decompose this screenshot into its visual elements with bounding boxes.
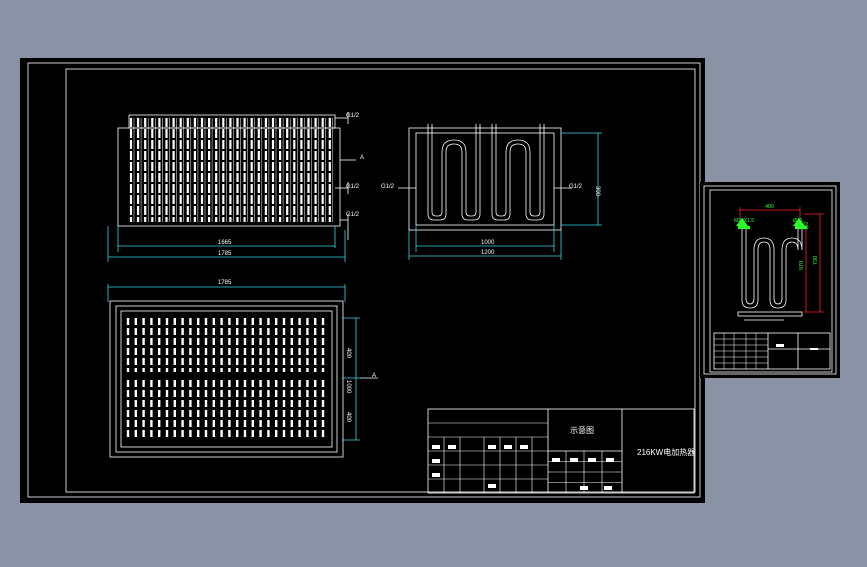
plan-dim-right-1: 400 xyxy=(345,348,351,359)
element-rows xyxy=(126,318,325,440)
top-dim-outer: 1785 xyxy=(218,251,232,257)
side-view: G1/2 G1/2 300 1000 1200 xyxy=(381,124,602,260)
element-fins xyxy=(129,118,334,222)
plan-view: 1785 400 1000 400 A xyxy=(107,280,378,458)
detail-dim-overall: 730 xyxy=(813,256,819,265)
detail-label-thread: M20X1.5 xyxy=(734,218,754,224)
title-block-grid xyxy=(428,422,622,493)
plan-dim-right-3: 400 xyxy=(345,412,351,423)
plan-section-marker: A xyxy=(372,373,376,379)
side-dim-width-inner: 1000 xyxy=(481,240,495,246)
top-port-label-2: G1/2 xyxy=(346,184,360,190)
plan-dim-top: 1785 xyxy=(218,280,232,286)
detail-dim-top: 400 xyxy=(765,204,774,210)
side-dim-height: 300 xyxy=(594,186,600,197)
top-dim-inner: 1665 xyxy=(218,240,232,246)
top-view-section-marker: A xyxy=(360,155,364,161)
side-port-left: G1/2 xyxy=(381,184,395,190)
detail-dim-height: 570 xyxy=(799,261,805,270)
detail-dim-side: 150 xyxy=(804,221,810,230)
top-view: A G1/2 G1/2 G1/2 1665 1785 xyxy=(107,112,364,262)
plan-dim-right-2: 1000 xyxy=(345,380,351,394)
title-block: 示意图 216KW电加热器 xyxy=(427,408,695,494)
main-sheet xyxy=(20,58,705,503)
sheet-border-inner xyxy=(65,68,696,493)
detail-drawing: 400 M20X1.5 Ø16 570 730 150 xyxy=(734,204,824,321)
detail-title-block xyxy=(713,332,831,370)
side-dim-width-outer: 1200 xyxy=(481,250,495,256)
top-port-label-3: G1/2 xyxy=(346,212,360,218)
title-block-drawing-name: 216KW电加热器 xyxy=(637,447,695,457)
side-port-right: G1/2 xyxy=(569,184,583,190)
title-block-caption: 示意图 xyxy=(570,425,594,435)
detail-label-dia: Ø16 xyxy=(793,218,803,224)
top-port-label-1: G1/2 xyxy=(346,113,360,119)
